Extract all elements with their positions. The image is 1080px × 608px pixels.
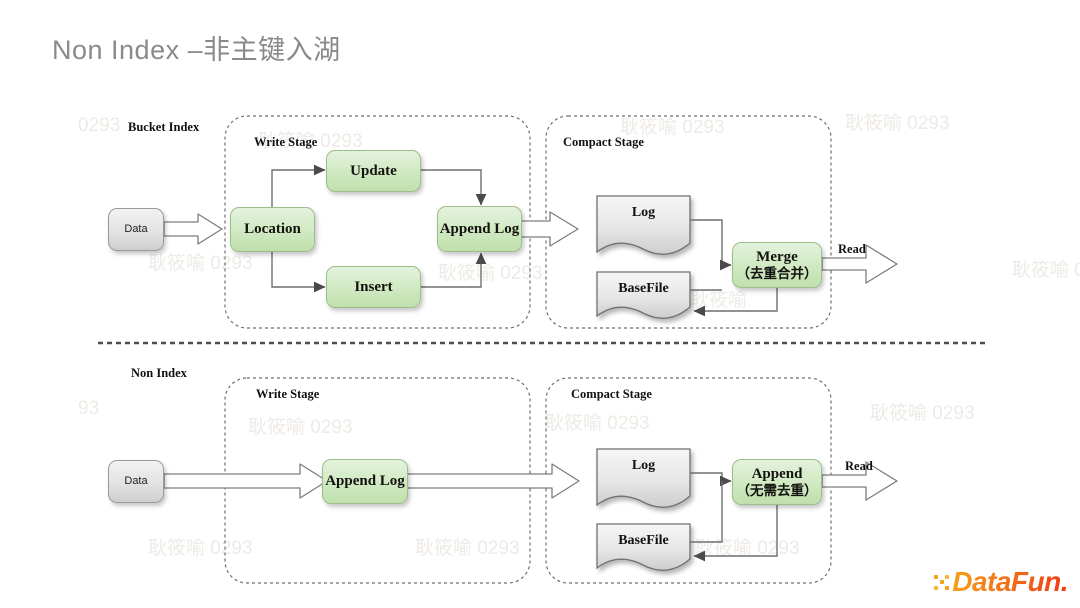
node-append-log-bottom[interactable]: Append Log [322,459,408,504]
stage-label-write-stage-bottom: Write Stage [256,387,320,401]
stage-label-write-stage-top: Write Stage [254,135,318,149]
node-append-sublabel: （无需去重） [736,482,818,498]
read-label-bottom: Read [845,459,873,473]
node-merge: Merge （去重合并） [732,242,822,288]
node-insert[interactable]: Insert [326,266,421,308]
stage-label-compact-stage-bottom: Compact Stage [571,387,652,401]
node-location[interactable]: Location [230,207,315,252]
node-append: Append （无需去重） [732,459,822,505]
page-title: Non Index –非主键入湖 [52,35,341,65]
index-label-bucket-index: Bucket Index [128,120,200,134]
node-log-bottom[interactable]: Log [631,458,656,474]
stage-label-compact-stage-top: Compact Stage [563,135,644,149]
node-merge-label: Merge [756,249,798,266]
logo-pixel-grid [934,574,950,590]
node-basefile-bottom[interactable]: BaseFile [618,533,669,549]
node-append-log-top[interactable]: Append Log [437,206,522,252]
node-append-label: Append [751,466,803,483]
node-data-bottom[interactable]: Data [108,460,164,503]
node-basefile-top[interactable]: BaseFile [618,281,669,297]
read-label-top: Read [838,242,866,256]
datafun-logo: DataFun. [934,566,1068,598]
node-update[interactable]: Update [326,150,421,192]
node-log-top[interactable]: Log [631,205,656,221]
logo-text: DataFun. [952,566,1068,597]
node-data-top[interactable]: Data [108,208,164,251]
index-label-non-index: Non Index [131,366,187,380]
node-merge-sublabel: （去重合并） [736,265,818,281]
